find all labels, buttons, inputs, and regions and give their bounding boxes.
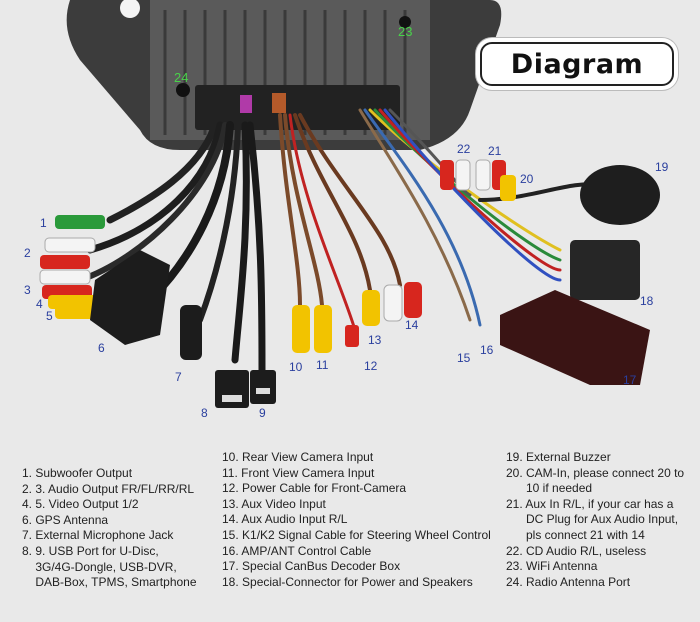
callout-19: 19 [655, 160, 669, 174]
callout-2: 2 [24, 246, 31, 260]
legend-item: 7. External Microphone Jack [22, 528, 174, 543]
diagram-title-box: Diagram [480, 42, 674, 86]
callout-18: 18 [640, 294, 654, 308]
legend-item: 19. External Buzzer [506, 450, 611, 464]
callout-21: 21 [488, 144, 502, 158]
legend-column-2: 10. Rear View Camera Input 11. Front Vie… [222, 450, 491, 590]
canbus-decoder-box [500, 290, 650, 385]
legend-item: 24. Radio Antenna Port [506, 574, 631, 589]
microphone-jack [180, 305, 202, 360]
legend-item: 6. GPS Antenna [22, 512, 109, 527]
legend-column-3: 19. External Buzzer 20. CAM-In, please c… [506, 450, 684, 590]
legend-item: 2. 3. Audio Output FR/FL/RR/RL [22, 481, 195, 496]
legend-item: 10. Rear View Camera Input [222, 450, 374, 464]
callout-3: 3 [24, 283, 31, 297]
callout-16: 16 [480, 343, 494, 357]
callout-23: 23 [398, 24, 413, 39]
legend-item: 12. Power Cable for Front-Camera [222, 481, 407, 496]
legend-item: 16. AMP/ANT Control Cable [222, 543, 372, 558]
legend-item: 21. Aux In R/L, if your car has a [506, 496, 674, 511]
legend-item: 11. Front View Camera Input [222, 465, 375, 480]
callout-9: 9 [259, 406, 266, 420]
legend-item: 20. CAM-In, please connect 20 to [506, 465, 685, 480]
wiring-diagram-illustration [39, 0, 660, 408]
rca-plugs-right [440, 159, 516, 201]
special-connector [570, 240, 640, 300]
usb-port-9 [250, 370, 276, 404]
callout-8: 8 [201, 406, 208, 420]
legend-item: DAB-Box, TPMS, Smartphone [22, 575, 197, 590]
camera-rca-plugs [292, 282, 422, 353]
legend-item: 1. Subwoofer Output [22, 466, 133, 480]
head-unit [66, 0, 502, 150]
callout-10: 10 [289, 360, 303, 374]
callout-7: 7 [175, 370, 182, 384]
callout-5: 5 [46, 309, 53, 323]
legend-item: DC Plug for Aux Audio Input, [506, 512, 679, 527]
callout-14: 14 [405, 318, 419, 332]
legend-item: 3G/4G-Dongle, USB-DVR, [22, 559, 177, 574]
callout-12: 12 [364, 359, 378, 373]
callout-11: 11 [316, 358, 329, 372]
callout-15: 15 [457, 351, 471, 365]
legend-column-1: 1. Subwoofer Output 2. 3. Audio Output F… [22, 466, 197, 591]
callout-13: 13 [368, 333, 382, 347]
callout-24: 24 [174, 70, 189, 85]
legend-item: 4. 5. Video Output 1/2 [22, 497, 139, 512]
legend-item: 10 if needed [506, 481, 593, 496]
rca-plugs-left [39, 215, 105, 319]
callout-6: 6 [98, 341, 105, 355]
legend-item: 22. CD Audio R/L, useless [506, 543, 647, 558]
legend-item: 18. Special-Connector for Power and Spea… [222, 574, 473, 589]
usb-port-8 [215, 370, 249, 408]
diagram-title: Diagram [510, 48, 644, 80]
legend-item: 14. Aux Audio Input R/L [222, 512, 348, 527]
legend-item: 15. K1/K2 Signal Cable for Steering Whee… [222, 527, 491, 542]
legend-item: 17. Special CanBus Decoder Box [222, 559, 401, 574]
legend-item: 23. WiFi Antenna [506, 559, 598, 574]
callout-17: 17 [623, 373, 637, 387]
callout-22: 22 [457, 142, 471, 156]
cable-bundle [77, 108, 602, 374]
legend-item: 8. 9. USB Port for U-Disc, [22, 543, 159, 558]
legend-item: 13. Aux Video Input [222, 496, 326, 511]
callout-20: 20 [520, 172, 534, 186]
callout-4: 4 [36, 297, 43, 311]
legend-item: pls connect 21 with 14 [506, 527, 645, 542]
external-buzzer [580, 165, 660, 225]
callout-1: 1 [40, 216, 47, 230]
gps-antenna [90, 250, 170, 345]
